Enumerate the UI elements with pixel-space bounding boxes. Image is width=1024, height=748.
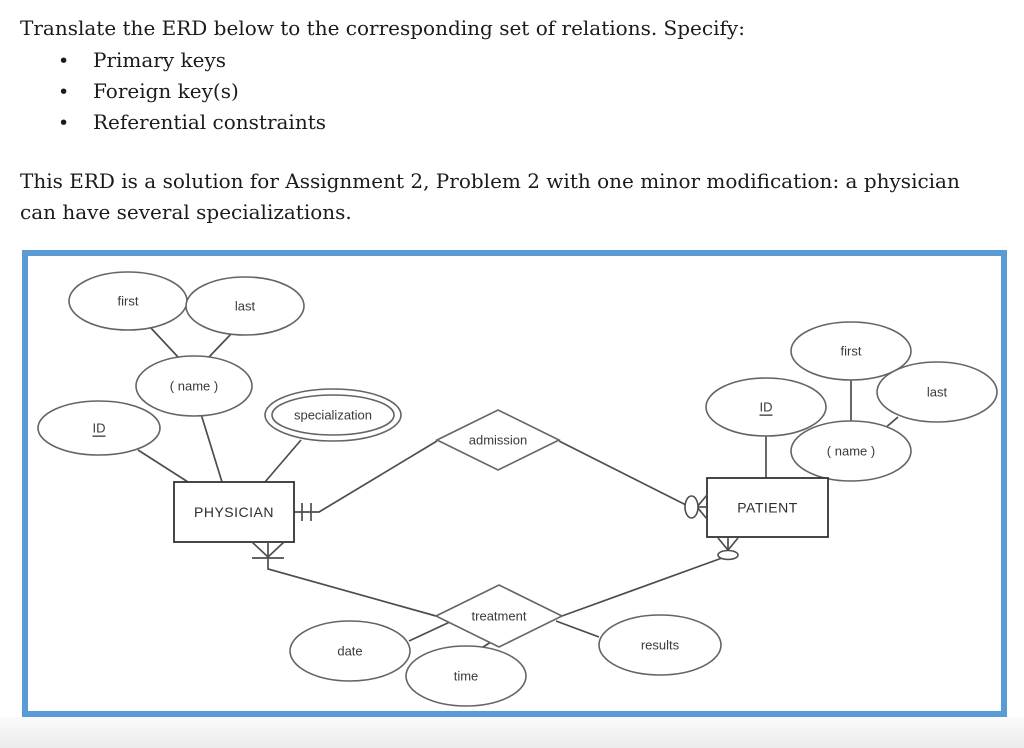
bullet-icon: • <box>58 112 70 134</box>
cardinality-patient-treatment-circle <box>717 549 739 561</box>
entity-label-physician: PHYSICIAN <box>194 504 274 520</box>
edge-date-to-treatment <box>408 620 453 642</box>
entity-label-patient: PATIENT <box>737 500 798 516</box>
entity-physician <box>173 481 295 543</box>
attribute-label-patient-first: first <box>841 344 862 359</box>
attribute-ellipse-treatment-time <box>405 645 527 707</box>
attribute-ellipse-physician-specialization <box>264 388 402 442</box>
attribute-ellipse-patient-last <box>876 361 998 423</box>
bullet-item-primary-keys: • Primary keys <box>58 45 226 77</box>
attribute-label-treatment-time: time <box>454 669 479 684</box>
attribute-ellipse-physician-last <box>185 276 305 336</box>
assignment-note: This ERD is a solution for Assignment 2,… <box>20 166 960 228</box>
relationship-label-treatment: treatment <box>472 609 527 624</box>
edge-physician-first-to-name <box>149 326 179 358</box>
attribute-ellipse-physician-name <box>135 355 253 417</box>
attribute-ellipse-patient-id <box>705 377 827 437</box>
attribute-ellipse-inner-physician-specialization <box>271 394 395 436</box>
attribute-ellipse-patient-name <box>790 420 912 482</box>
attribute-label-physician-name: ( name ) <box>170 379 218 394</box>
bullet-label: Referential constraints <box>93 110 327 134</box>
assignment-note-line-1: This ERD is a solution for Assignment 2,… <box>20 169 960 193</box>
edge-physician-last-to-name <box>208 332 233 358</box>
attribute-ellipse-patient-first <box>790 321 912 381</box>
attribute-ellipse-treatment-results <box>598 614 722 676</box>
bullet-label: Foreign key(s) <box>93 79 239 103</box>
attribute-label-physician-first: first <box>118 294 139 309</box>
edge-results-to-treatment <box>555 620 600 638</box>
relationship-admission <box>435 409 561 471</box>
attribute-label-patient-name: ( name ) <box>827 444 875 459</box>
attribute-label-patient-id: ID <box>760 400 773 415</box>
page-bottom-strip <box>0 717 1024 748</box>
relationship-label-admission: admission <box>469 433 528 448</box>
bullet-item-foreign-keys: • Foreign key(s) <box>58 76 239 108</box>
bullet-icon: • <box>58 81 70 103</box>
edge-admission-to-patient <box>558 440 687 506</box>
relationship-treatment <box>434 584 564 648</box>
attribute-label-physician-specialization: specialization <box>294 408 372 423</box>
instruction-intro: Translate the ERD below to the correspon… <box>20 16 745 40</box>
attribute-ellipse-physician-id <box>37 400 161 456</box>
attribute-label-treatment-results: results <box>641 638 680 653</box>
attribute-label-physician-id: ID <box>93 421 106 436</box>
cardinality-patient-admission-circle <box>684 495 699 519</box>
attribute-ellipse-treatment-date <box>289 620 411 682</box>
edge-physician-id-to-entity <box>137 449 189 483</box>
edge-patient-to-treatment <box>561 557 723 617</box>
edge-physician-to-treatment <box>267 558 437 617</box>
bullet-icon: • <box>58 50 70 72</box>
edge-physician-specialization-to-entity <box>264 439 302 483</box>
attribute-label-patient-last: last <box>927 385 948 400</box>
assignment-note-line-2: can have several specializations. <box>20 200 352 224</box>
attribute-label-treatment-date: date <box>337 644 362 659</box>
bullet-item-referential-constraints: • Referential constraints <box>58 107 326 139</box>
attribute-label-physician-last: last <box>235 299 256 314</box>
bullet-label: Primary keys <box>93 48 227 72</box>
edge-physician-name-to-entity <box>200 413 223 483</box>
